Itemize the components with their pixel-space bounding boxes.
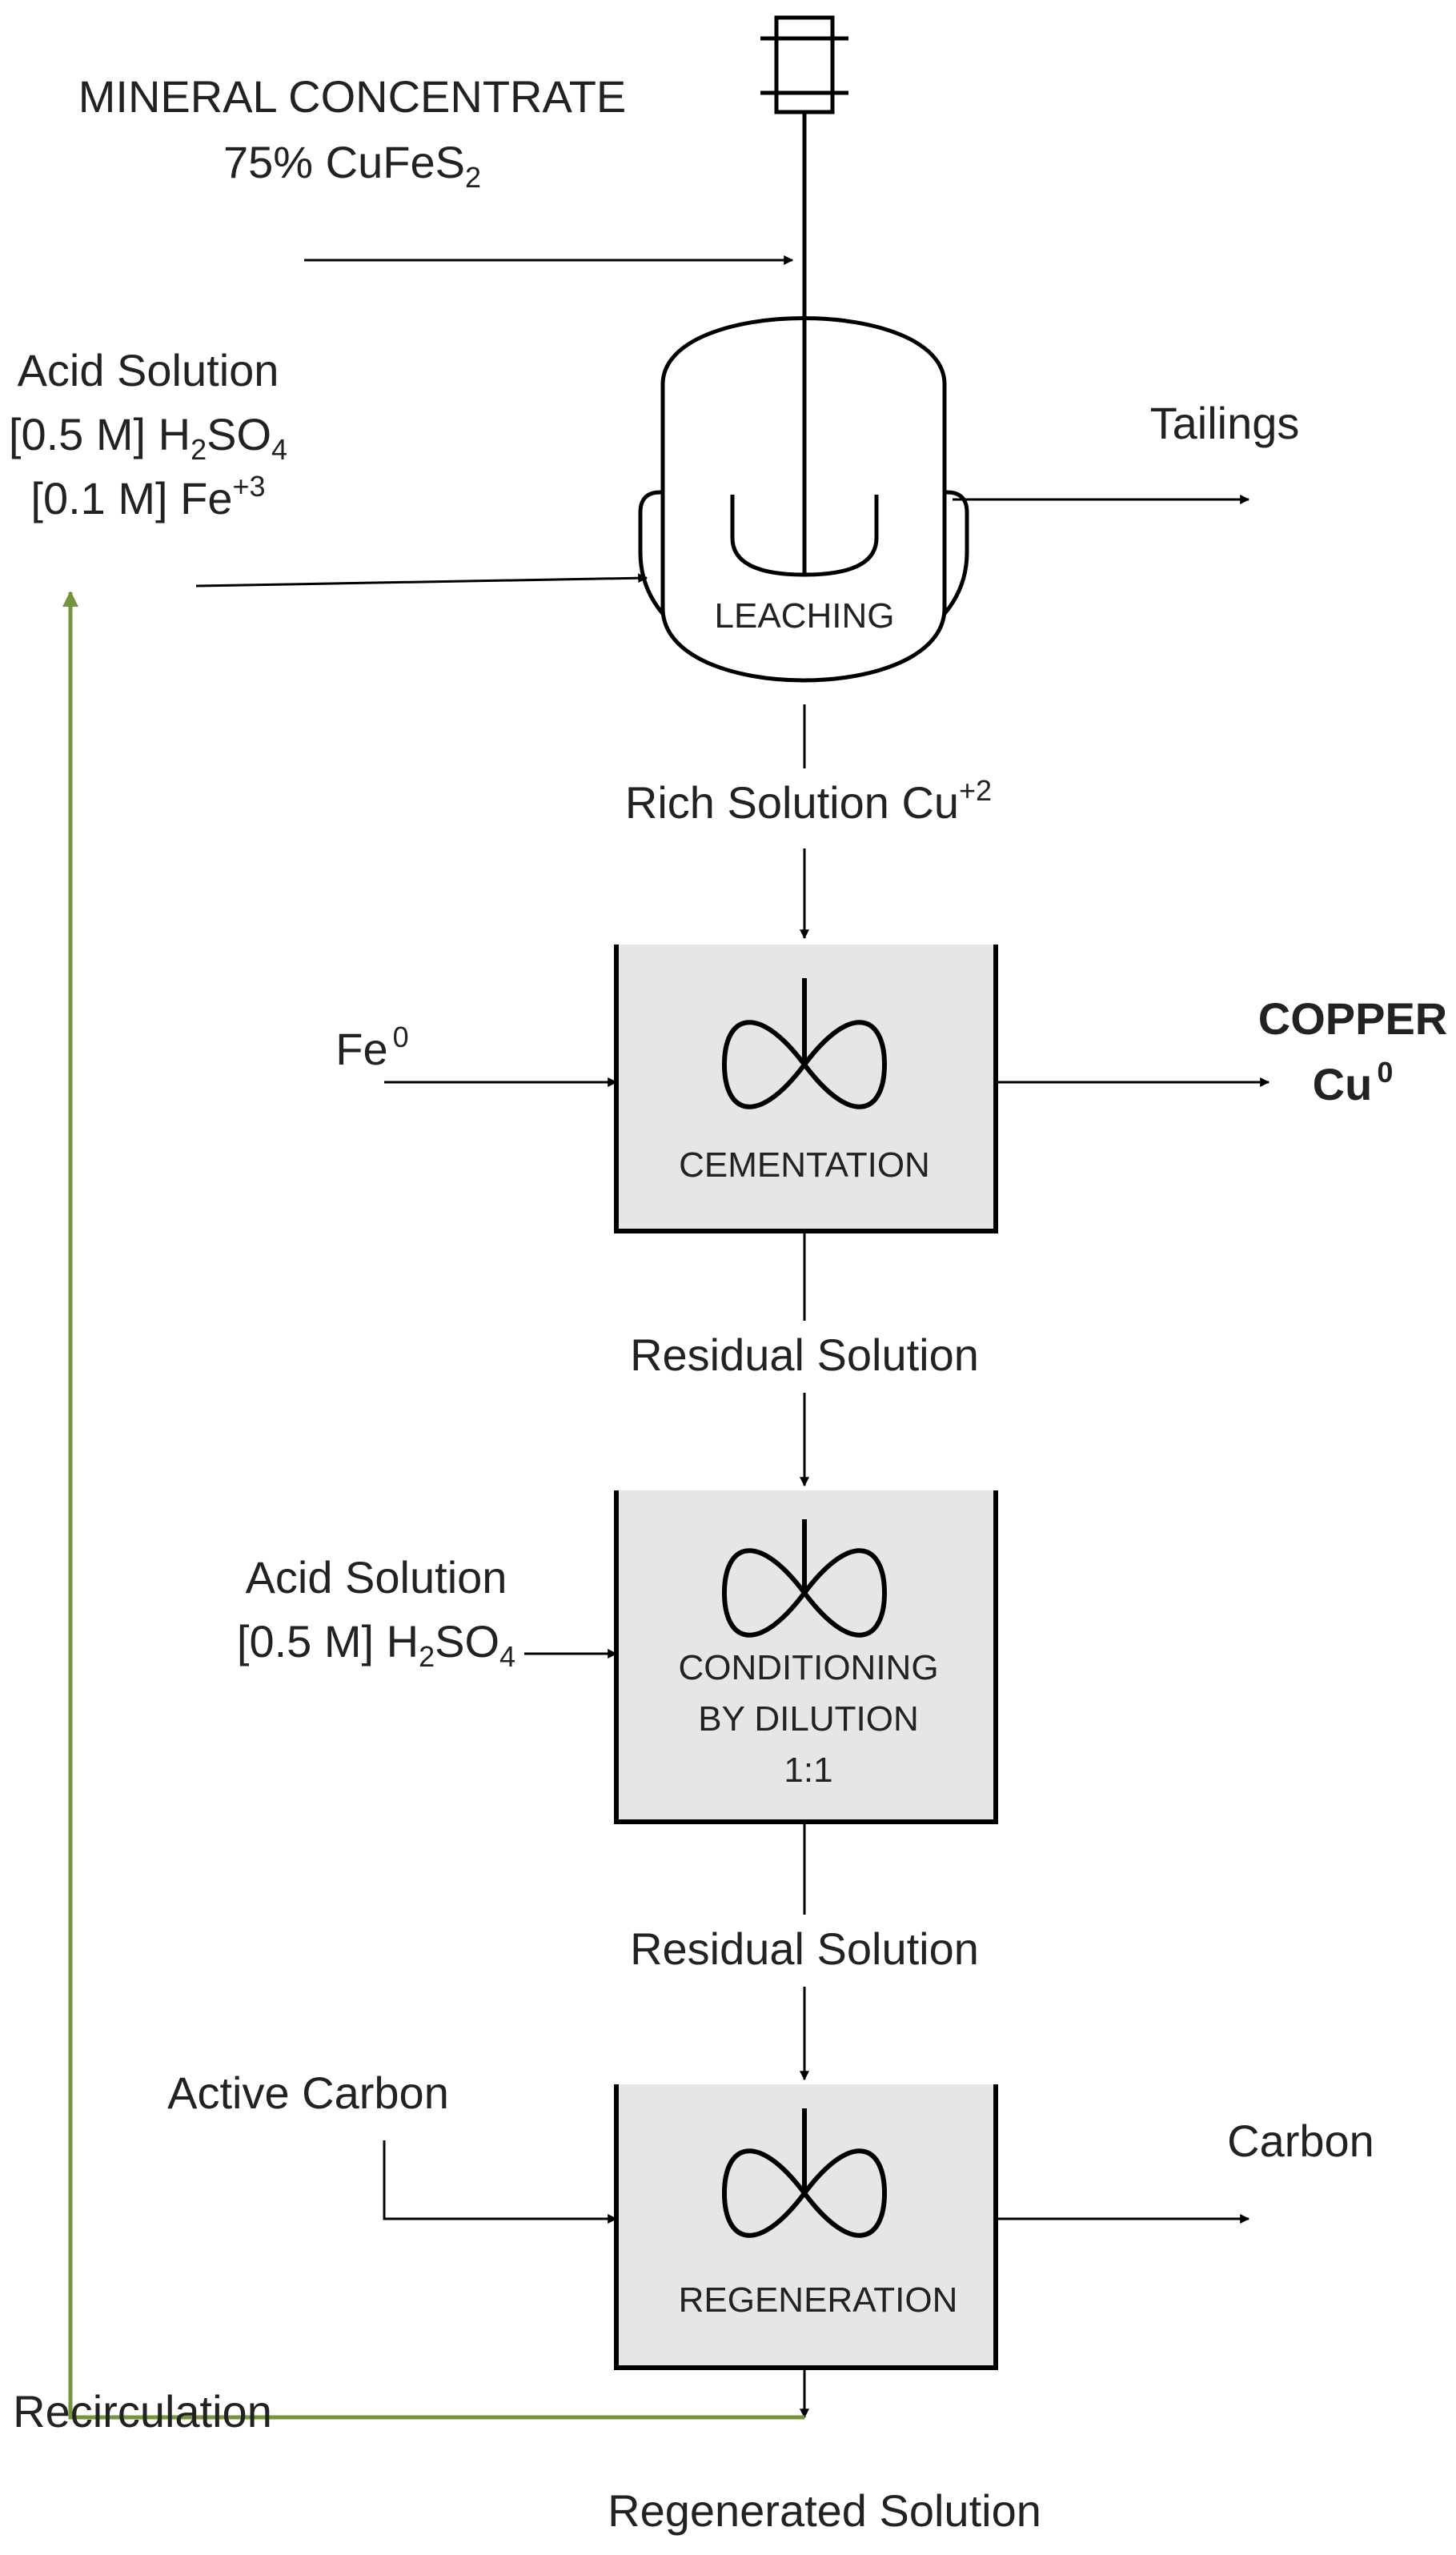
regeneration-label: REGENERATION xyxy=(679,2280,958,2320)
conditioning-label-line1: CONDITIONING xyxy=(678,1648,938,1687)
acid-feed-arrow xyxy=(195,573,648,588)
mineral-label-line1: MINERAL CONCENTRATE xyxy=(78,71,627,122)
recirculation-line xyxy=(62,591,804,2420)
recirculation-label: Recirculation xyxy=(13,2386,272,2437)
active-carbon-label: Active Carbon xyxy=(167,2068,449,2118)
acid2-label-line2: [0.5 M] H2SO4 xyxy=(237,1616,515,1673)
acid-label-line2: [0.5 M] H2SO4 xyxy=(9,409,287,466)
cementation-impeller-icon xyxy=(721,978,888,1109)
conditioning-label-line3: 1:1 xyxy=(784,1751,832,1790)
acid-label-line3: [0.1 M] Fe+3 xyxy=(30,470,265,523)
carbon-label: Carbon xyxy=(1227,2116,1374,2166)
residual-label-2: Residual Solution xyxy=(630,1923,979,1974)
copper-label-line1: COPPER xyxy=(1258,993,1448,1044)
conditioning-impeller-icon xyxy=(721,1519,888,1638)
acid-label-line1: Acid Solution xyxy=(18,345,279,395)
residual-label-1: Residual Solution xyxy=(630,1330,979,1380)
leaching-reactor xyxy=(638,112,969,683)
regeneration-impeller-icon xyxy=(721,2108,888,2238)
agitator-motor-icon xyxy=(760,15,848,114)
leaching-label: LEACHING xyxy=(715,596,895,636)
mineral-label-line2: 75% CuFeS2 xyxy=(223,137,481,194)
rich-solution-label: Rich Solution Cu+2 xyxy=(625,774,992,828)
tailings-label: Tailings xyxy=(1150,398,1300,448)
cementation-label: CEMENTATION xyxy=(679,1145,930,1185)
conditioning-label-line2: BY DILUTION xyxy=(698,1699,918,1739)
acid2-label-line1: Acid Solution xyxy=(246,1552,507,1602)
flow-arrows xyxy=(195,255,1270,2419)
regenerated-solution-label: Regenerated Solution xyxy=(608,2485,1041,2536)
carbon-feed-arrow xyxy=(383,2140,618,2224)
